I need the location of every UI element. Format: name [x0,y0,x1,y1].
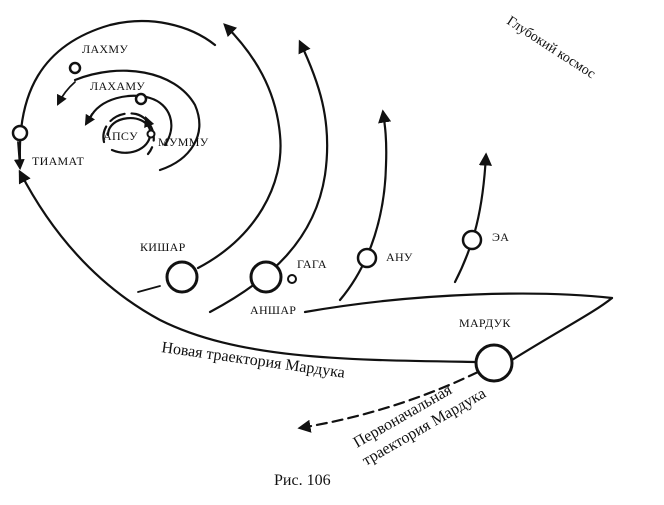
anu-body [356,247,378,269]
marduk-orbit [303,292,614,314]
ea-label: ЭА [492,230,509,244]
apsu-inner-ring-2 [102,112,155,156]
lahamu-orbit [88,94,173,147]
tiamat-orbit-arrow [13,141,25,171]
lahmu-label: ЛАХМУ [82,42,128,56]
kishar-orbit-tail [137,285,161,293]
anu-label: АНУ [386,250,413,264]
lahamu-label: ЛАХАМУ [90,79,145,93]
gaga-body [287,274,297,284]
tiamat-label: ТИАМАТ [32,154,84,168]
lahamu-body [134,92,148,106]
ea-orbit [453,152,493,284]
new-trajectory-label: Новая траектория Мардука [160,339,345,382]
mummu-body [146,129,156,139]
ea-body [461,229,483,251]
marduk-orbit-outer [510,296,614,362]
apsu-orbit-arrow [144,115,155,129]
figure-caption: Рис. 106 [274,472,331,489]
tiamat-orbit [18,19,217,162]
tiamat-body [11,124,29,142]
gaga-label: ГАГА [297,257,327,271]
marduk-label: МАРДУК [459,316,511,330]
mummu-label: МУММУ [158,135,209,149]
kishar-body [165,260,199,294]
kishar-orbit [196,23,282,270]
original-trajectory-curve [297,370,480,433]
lahamu-orbit-arrow [84,113,96,126]
anu-orbit [338,109,392,302]
lahmu-body [68,61,82,75]
lahmu-orbit [73,69,201,172]
kishar-label: КИШАР [140,240,186,254]
lahmu-orbit-arrow [57,81,76,106]
new-trajectory-curve [18,169,480,364]
deep-space-label: Глубокий космос [504,14,598,82]
anshar-body [249,260,283,294]
apsu-label: АПСУ [103,129,138,143]
anshar-label: АНШАР [250,303,296,317]
marduk-body [474,343,514,383]
